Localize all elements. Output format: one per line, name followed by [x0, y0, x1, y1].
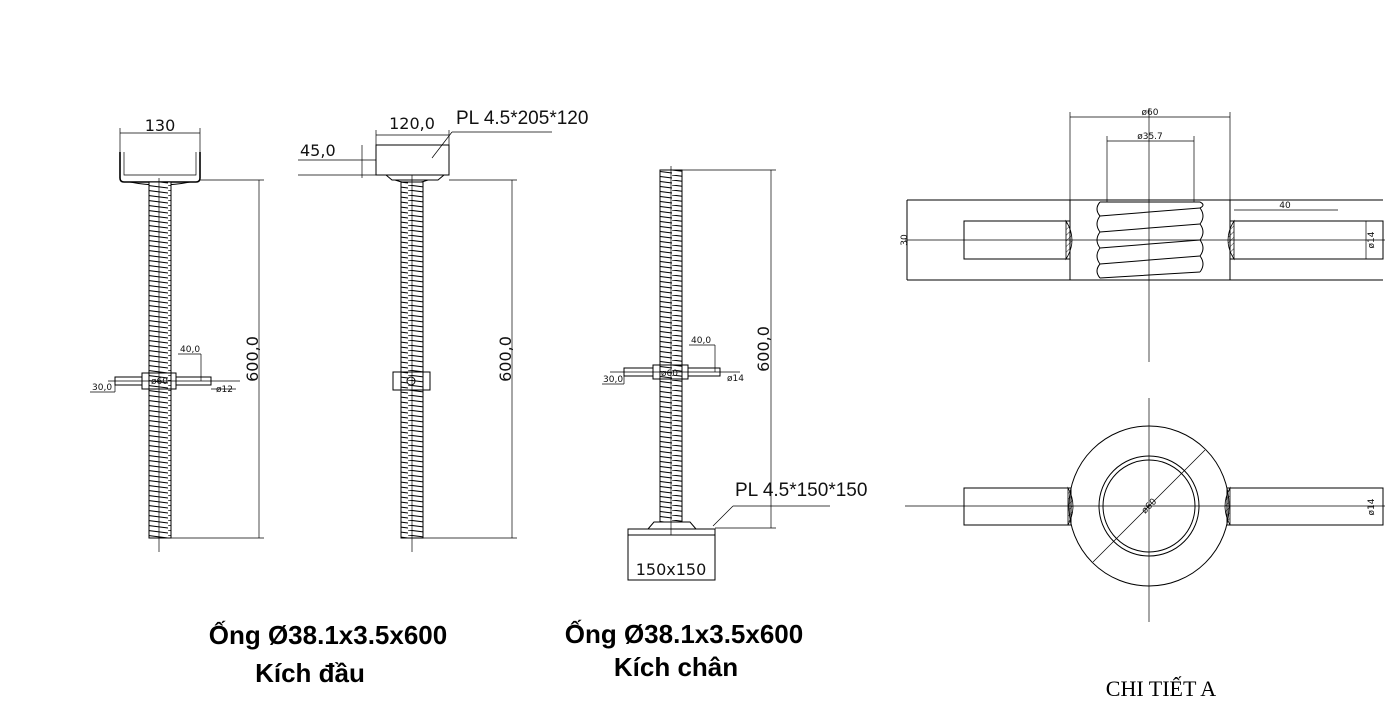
base-handle-width-label: 30,0 — [603, 375, 623, 385]
head-plate — [375, 144, 450, 176]
detail-height: 30 — [900, 234, 910, 246]
detail-outer-dia: ø60 — [1142, 108, 1159, 118]
head-handle-length-label: 40,0 — [180, 345, 200, 355]
head-jack-side-view: 120,0 45,0 PL 4.5*205*120 600,0 — [298, 108, 588, 552]
head-rod-label: ø12 — [216, 385, 233, 395]
side-plate-note: PL 4.5*205*120 — [456, 108, 588, 129]
side-handle-nut — [392, 371, 431, 391]
head-caption-title: Ống Ø38.1x3.5x600 — [209, 620, 447, 650]
detail-a-section: ø60 ø35.7 40 ø14 30 — [900, 108, 1385, 362]
detail-arm-dia-plan: ø14 — [1367, 498, 1377, 515]
head-handle-width-label: 30,0 — [92, 383, 112, 393]
detail-a-plan: ø60 ø14 — [905, 398, 1385, 622]
base-handle-length-label: 40,0 — [691, 336, 711, 346]
side-width-label: 120,0 — [389, 114, 435, 133]
u-head — [119, 152, 201, 183]
base-caption-subtitle: Kích chân — [614, 652, 738, 682]
detail-ring-inner — [1102, 459, 1196, 553]
head-width-label: 130 — [145, 116, 176, 135]
head-caption-subtitle: Kích đầu — [255, 658, 365, 688]
head-jack-view: 130 600,0 ø60 40,0 30,0 ø12 — [90, 116, 264, 552]
detail-title: CHI TIẾT A — [1106, 676, 1217, 701]
detail-arm-length: 40 — [1279, 201, 1291, 211]
base-plate-label: 150x150 — [636, 560, 707, 579]
detail-arm-dia: ø14 — [1367, 231, 1377, 248]
head-height-label: 600,0 — [243, 336, 262, 382]
base-caption-title: Ống Ø38.1x3.5x600 — [565, 619, 803, 649]
base-plate-note: PL 4.5*150*150 — [735, 480, 867, 501]
base-rod-label: ø14 — [727, 374, 744, 384]
detail-ring-dia: ø60 — [1140, 497, 1159, 516]
base-height-label: 600,0 — [754, 326, 773, 372]
side-plate-height-label: 45,0 — [300, 141, 336, 160]
detail-thread — [1099, 201, 1201, 279]
side-height-label: 600,0 — [496, 336, 515, 382]
base-ring-label: ø60 — [661, 369, 678, 379]
detail-inner-dia: ø35.7 — [1137, 132, 1163, 142]
threaded-rod — [148, 181, 172, 539]
base-jack-view: 150x150 ø60 40,0 30,0 ø14 600,0 PL 4.5*1… — [602, 166, 867, 581]
base-plate — [627, 528, 716, 536]
head-ring-label: ø60 — [151, 377, 168, 387]
